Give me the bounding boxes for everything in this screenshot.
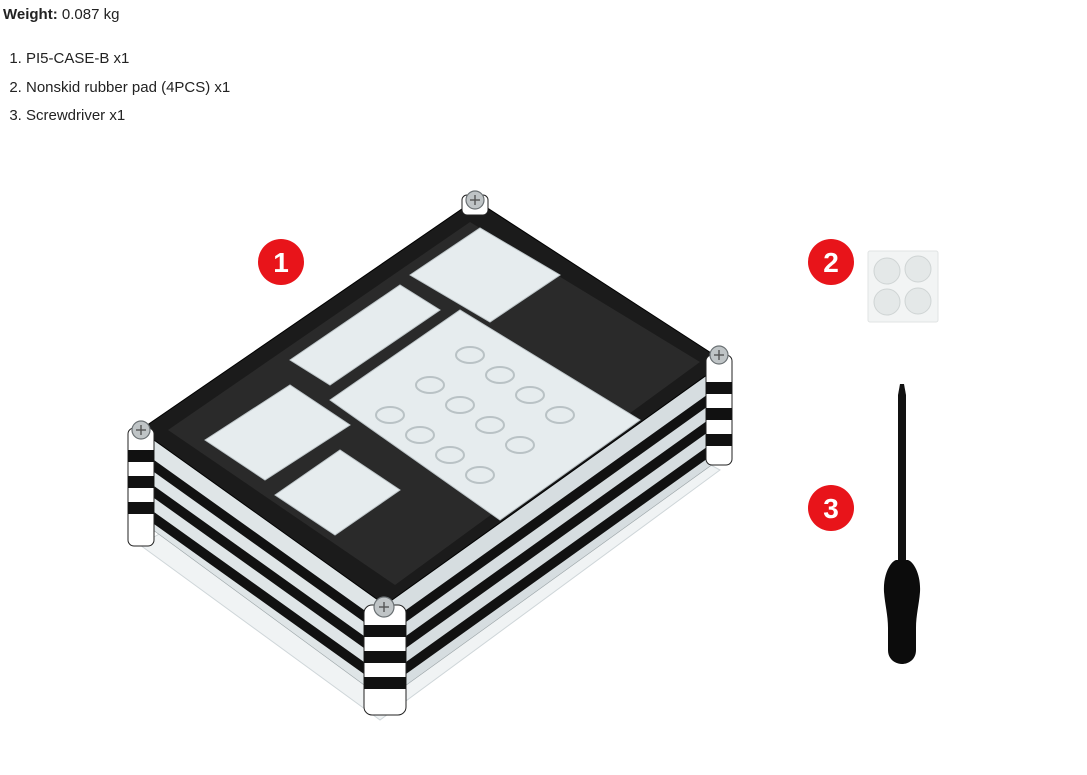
weight-line: Weight: 0.087 kg [3,6,119,24]
list-item-text: Nonskid rubber pad (4PCS) x1 [26,78,231,96]
acrylic-case-image [127,190,733,721]
list-item-text: Screwdriver x1 [26,107,126,124]
badge-2-label: 2 [823,247,839,278]
screwdriver-image [883,384,921,664]
package-list: PI5-CASE-B x1 Nonskid rubber pad (4PCS) … [0,45,230,131]
badge-1: 1 [258,239,304,285]
list-item: Screwdriver x1 [26,102,230,131]
weight-label: Weight: [3,6,58,23]
list-item: PI5-CASE-B x1 [26,45,230,74]
list-item-text: PI5-CASE-B x1 [26,50,130,67]
badge-1-label: 1 [273,247,289,278]
product-package-illustration: 1 2 3 [127,190,939,721]
badge-3: 3 [808,485,854,531]
badge-3-label: 3 [823,493,839,524]
badge-2: 2 [808,239,854,285]
weight-value: 0.087 kg [61,6,120,23]
list-item: Nonskid rubber pad (4PCS) x1 [26,74,230,103]
rubber-pads-image [867,250,939,323]
